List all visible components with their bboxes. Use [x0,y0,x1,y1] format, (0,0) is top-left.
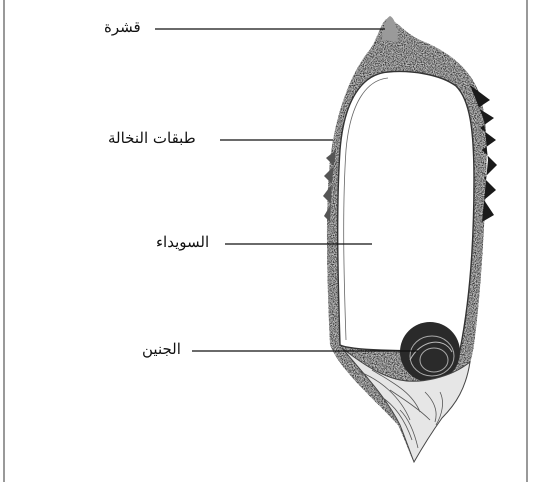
label-husk: قشرة [104,18,141,36]
label-endosperm: السويداء [156,233,209,251]
label-embryo: الجنين [142,340,181,358]
endosperm-region [338,72,474,351]
label-bran-layers: طبقات النخالة [108,129,196,147]
